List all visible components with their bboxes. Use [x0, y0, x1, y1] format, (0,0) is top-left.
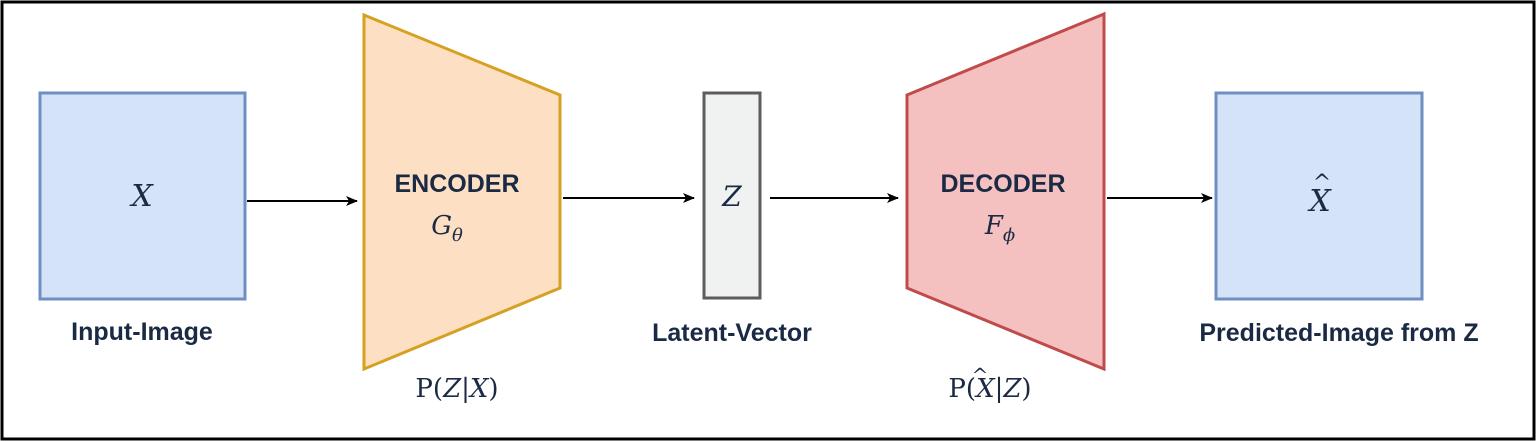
output-caption: Predicted-Image from Z — [1199, 319, 1478, 347]
latent-symbol: Z — [721, 180, 742, 213]
output-symbol: X — [1307, 184, 1332, 219]
decoder-block — [905, 11, 1106, 372]
decoder-probability-hat: ^ — [972, 363, 989, 387]
output-image-box — [1214, 91, 1424, 301]
encoder-function: Gθ — [431, 211, 463, 246]
latent-vector-box — [702, 91, 762, 300]
encoder-probability: P(Z|X) — [415, 374, 498, 404]
encoder-title: ENCODER — [394, 170, 519, 198]
input-symbol: X — [129, 179, 154, 214]
latent-caption: Latent-Vector — [652, 319, 812, 347]
decoder-probability: P(X|Z) — [948, 374, 1031, 404]
output-symbol-hat: ^ — [1313, 171, 1331, 196]
encoder-block — [362, 12, 562, 372]
decoder-title: DECODER — [940, 170, 1065, 198]
input-caption: Input-Image — [71, 318, 213, 346]
decoder-function: Fϕ — [984, 211, 1015, 246]
input-image-box — [38, 91, 247, 301]
